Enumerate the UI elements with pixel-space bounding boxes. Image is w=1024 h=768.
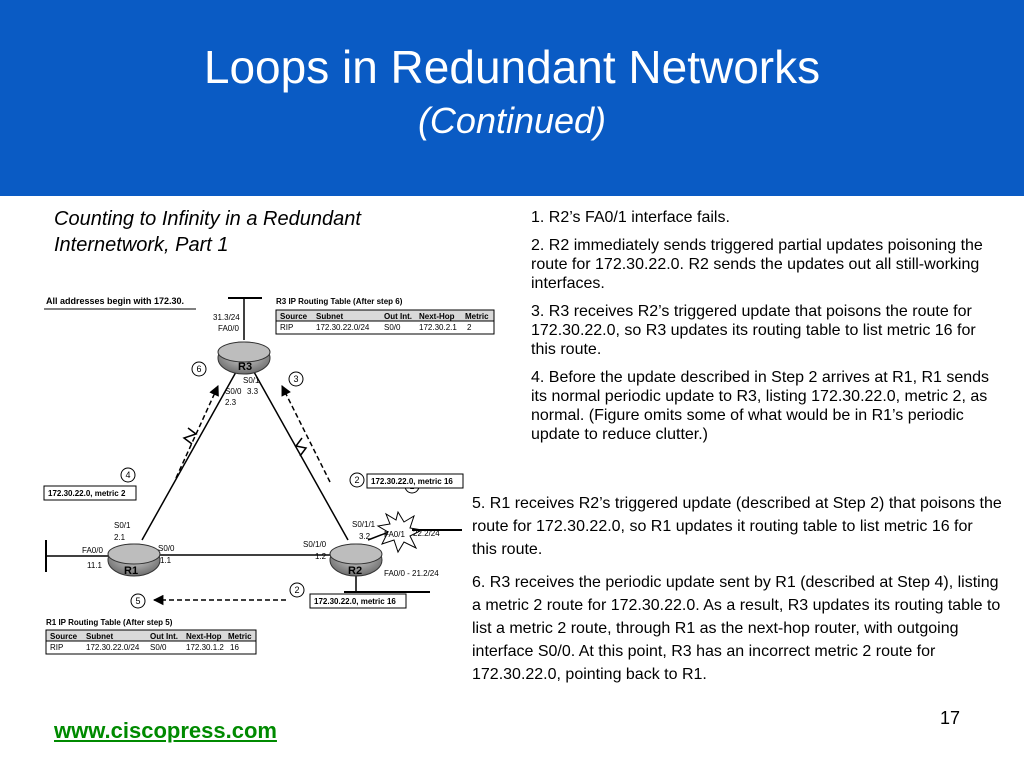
r3-th-subnet: Subnet xyxy=(316,312,343,321)
r2-fa01-addr: 22.2/24 xyxy=(413,529,440,538)
r1-fa-addr: 11.1 xyxy=(87,561,103,570)
arrow-zigzag xyxy=(182,427,198,445)
r3-table-header-bg xyxy=(275,309,495,322)
router-r2-label: R2 xyxy=(348,565,362,577)
step-4: 4. Before the update described in Step 2… xyxy=(531,369,990,443)
step-3: 3. R3 receives R2’s triggered update tha… xyxy=(531,303,976,358)
router-r1-label: R1 xyxy=(124,565,138,577)
callout-6-circle xyxy=(191,361,207,377)
r1-s01-addr: 2.1 xyxy=(114,533,126,542)
r3-fa-addr: 31.3/24 xyxy=(213,313,240,322)
page-number: 17 xyxy=(940,708,961,728)
arrow-r1-to-r3 xyxy=(175,385,219,479)
r3-th-source: Source xyxy=(280,312,308,321)
step-1: 1. R2’s FA0/1 interface fails. xyxy=(531,209,730,226)
link-failure-burst xyxy=(376,510,424,554)
r2-fa01-label: FA0/1 xyxy=(384,530,405,539)
r1-td-subnet: 172.30.22.0/24 xyxy=(86,643,140,652)
r1-th-subnet: Subnet xyxy=(86,632,113,641)
r1-td-source: RIP xyxy=(50,643,63,652)
r1-s01-label: S0/1 xyxy=(114,521,131,530)
update-label-r1-r3: 172.30.22.0, metric 2 xyxy=(48,489,126,498)
r1-s00-label: S0/0 xyxy=(158,544,175,553)
callout-3-circle xyxy=(288,371,304,387)
link-r3-r2 xyxy=(253,371,349,541)
r3-th-outint: Out Int. xyxy=(384,312,412,321)
update-label-r2-r1: 172.30.22.0, metric 16 xyxy=(314,597,396,606)
r2-s011-addr: 3.2 xyxy=(359,532,371,541)
r1-th-nexthop: Next-Hop xyxy=(186,632,222,641)
steps-list-upper: 1. R2’s FA0/1 interface fails. 2. R2 imm… xyxy=(531,208,991,453)
r3-s00-addr: 2.3 xyxy=(225,398,237,407)
link-r3-r1 xyxy=(141,371,237,541)
r2-s011-label: S0/1/1 xyxy=(352,520,376,529)
callout-6: 6 xyxy=(196,364,201,374)
callout-2b: 2 xyxy=(294,585,299,595)
r1-fa-label: FA0/0 xyxy=(82,546,103,555)
callout-2a: 2 xyxy=(354,475,359,485)
r1-td-outint: S0/0 xyxy=(150,643,167,652)
link-zigzag xyxy=(294,437,308,457)
r1-th-metric: Metric xyxy=(228,632,252,641)
slide-subtitle: (Continued) xyxy=(417,100,607,141)
update-label-r2-r3: 172.30.22.0, metric 16 xyxy=(371,477,453,486)
step-2: 2. R2 immediately sends triggered partia… xyxy=(531,237,983,292)
r3-td-metric: 2 xyxy=(467,323,472,332)
r3-td-subnet: 172.30.22.0/24 xyxy=(316,323,370,332)
r3-routing-table: R3 IP Routing Table (After step 6) Sourc… xyxy=(275,297,495,335)
address-note: All addresses begin with 172.30. xyxy=(46,296,184,306)
r1-routing-table: R1 IP Routing Table (After step 5) Sourc… xyxy=(45,618,257,655)
title-banner xyxy=(0,0,1024,196)
steps-list-lower: 5. R1 receives R2’s triggered update (de… xyxy=(472,492,1002,696)
slide-title: Loops in Redundant Networks xyxy=(203,41,821,93)
r3-th-metric: Metric xyxy=(465,312,489,321)
callout-5: 5 xyxy=(135,596,140,606)
r3-td-outint: S0/0 xyxy=(384,323,401,332)
update-box-r1-r3 xyxy=(43,485,137,501)
r1-th-source: Source xyxy=(50,632,78,641)
r1-th-outint: Out Int. xyxy=(150,632,178,641)
callout-2b-circle xyxy=(289,582,305,598)
figure-caption: Counting to Infinity in a Redundant Inte… xyxy=(54,208,361,256)
callout-5-circle xyxy=(130,593,146,609)
callout-2a-circle xyxy=(349,472,365,488)
r1-s00-addr: 1.1 xyxy=(160,556,172,565)
r3-td-nexthop: 172.30.2.1 xyxy=(419,323,457,332)
r2-s010-addr: 1.2 xyxy=(315,552,327,561)
router-r3-label: R3 xyxy=(238,361,252,373)
r1-td-nexthop: 172.30.1.2 xyxy=(186,643,224,652)
callout-3: 3 xyxy=(293,374,298,384)
ciscopress-link[interactable]: www.ciscopress.com xyxy=(54,718,277,743)
r3-table-title: R3 IP Routing Table (After step 6) xyxy=(276,297,403,306)
r1-td-metric: 16 xyxy=(230,643,239,652)
step-6: 6. R3 receives the periodic update sent … xyxy=(472,574,1001,683)
r3-th-nexthop: Next-Hop xyxy=(419,312,455,321)
update-box-r2-r1 xyxy=(309,593,407,609)
router-r2: R2 xyxy=(329,543,383,577)
r2-s010-label: S0/1/0 xyxy=(303,540,327,549)
r3-s00-label: S0/0 xyxy=(225,387,242,396)
r2-fa00-label: FA0/0 - 21.2/24 xyxy=(384,569,439,578)
callout-4-circle xyxy=(120,467,136,483)
step-5: 5. R1 receives R2’s triggered update (de… xyxy=(472,495,1002,558)
router-r1: R1 xyxy=(107,543,161,577)
update-box-r2-r3 xyxy=(366,473,464,489)
router-r3: R3 xyxy=(217,341,271,375)
r1-table-header-bg xyxy=(45,629,257,642)
r1-table-title: R1 IP Routing Table (After step 5) xyxy=(46,618,173,627)
r3-s01-label: S0/1 xyxy=(243,376,260,385)
callout-4: 4 xyxy=(125,470,130,480)
r3-s01-addr: 3.3 xyxy=(247,387,259,396)
r3-td-source: RIP xyxy=(280,323,293,332)
r3-fa-label: FA0/0 xyxy=(218,324,239,333)
arrow-r2-to-r3 xyxy=(281,385,331,483)
